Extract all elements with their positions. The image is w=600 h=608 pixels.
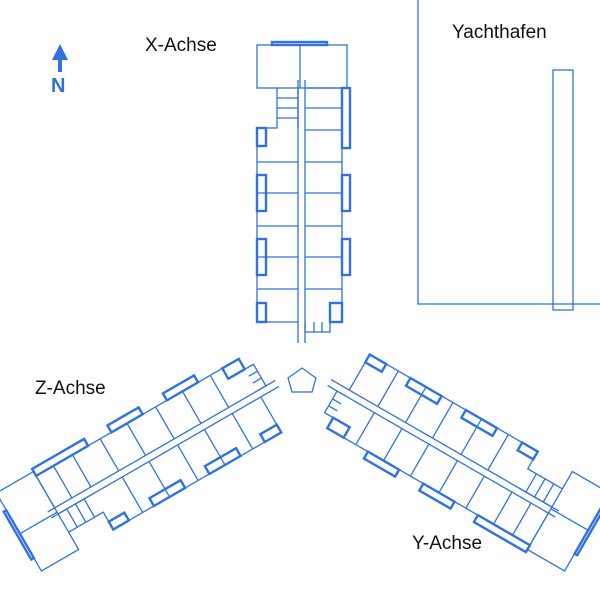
- north-arrow-icon: [52, 44, 68, 72]
- x-axis-label: X-Achse: [145, 35, 217, 56]
- harbor-label: Yachthafen: [452, 22, 547, 43]
- z-wing: [0, 340, 301, 574]
- pier: [552, 69, 574, 311]
- x-wing: [255, 40, 352, 345]
- central-junction: [287, 367, 317, 393]
- z-axis-label: Z-Achse: [35, 378, 106, 399]
- north-label: N: [51, 75, 65, 97]
- y-axis-label: Y-Achse: [412, 533, 483, 554]
- harbor-outline: [417, 0, 600, 305]
